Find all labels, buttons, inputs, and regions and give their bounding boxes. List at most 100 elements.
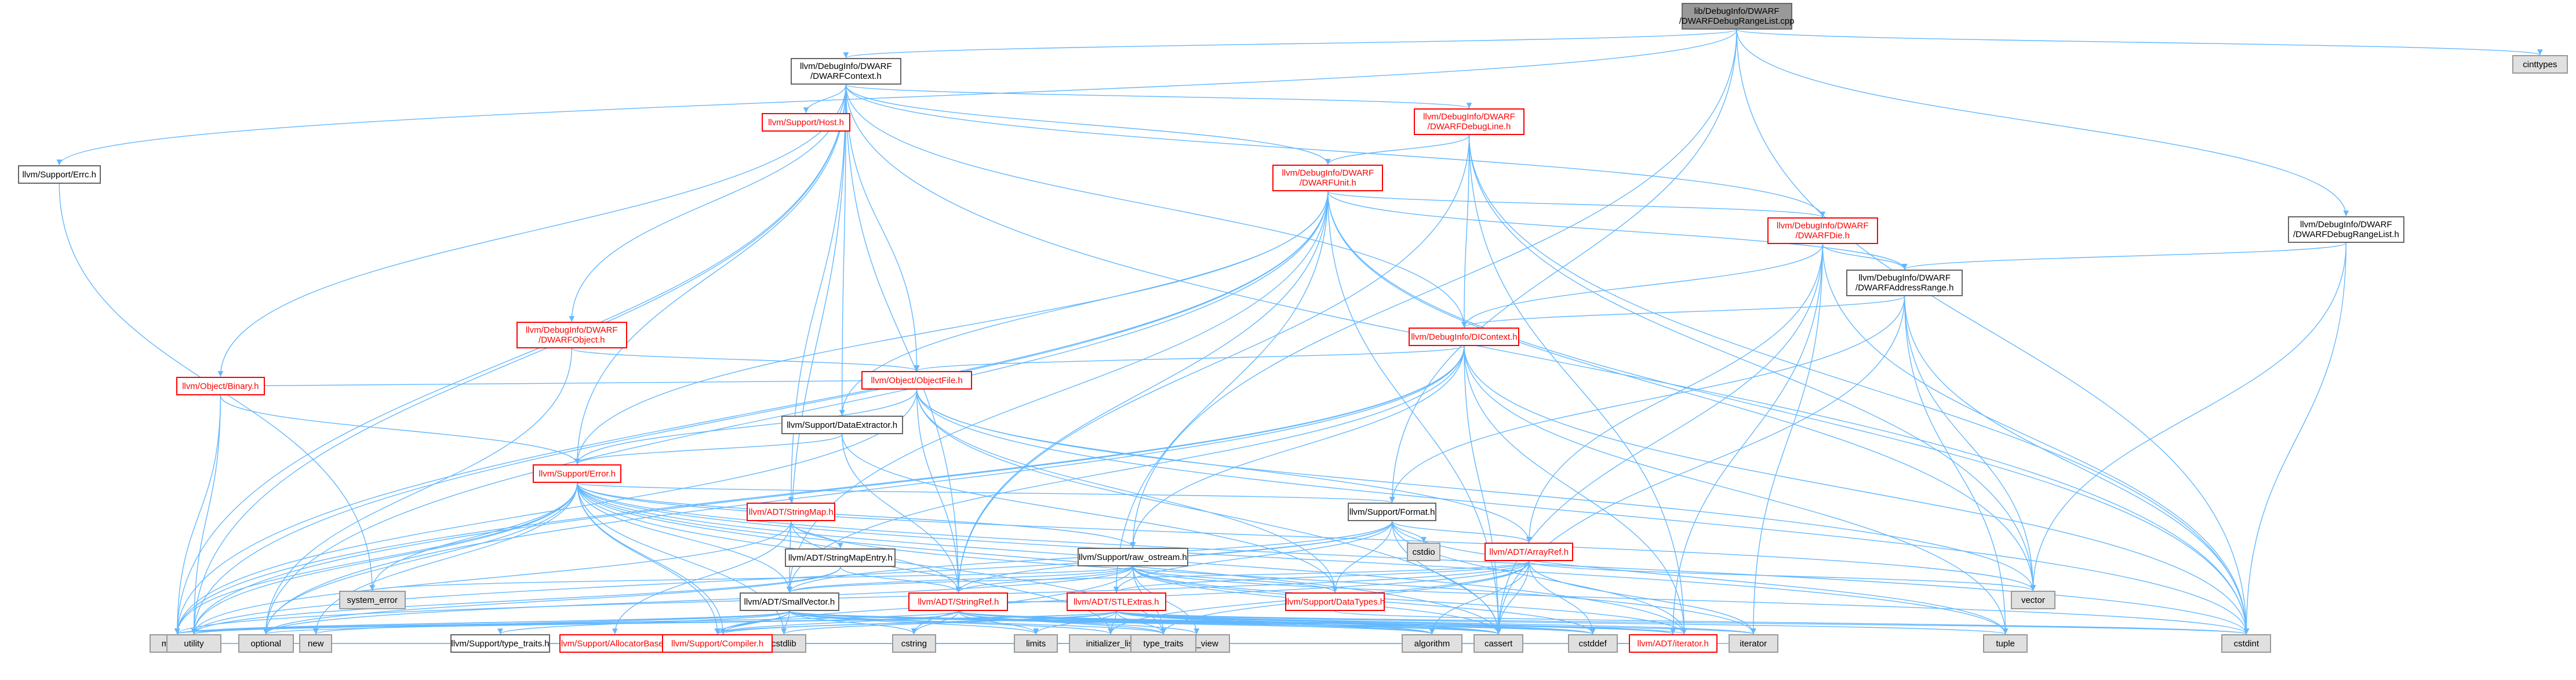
graph-node-error[interactable]: llvm/Support/Error.h	[533, 464, 622, 483]
edge-stringref-compiler	[714, 610, 959, 635]
edge-objfile-error	[574, 389, 918, 465]
edge-datatypes-cstdint	[1334, 610, 2249, 635]
edge-dicontext-objfile	[914, 346, 1465, 372]
edge-arrayref-vector	[1529, 561, 2036, 591]
edge-die-cstdint	[1822, 243, 2250, 635]
edge-dunit-utility	[191, 191, 1329, 635]
graph-node-objfile[interactable]: llvm/Object/ObjectFile.h	[861, 371, 973, 390]
edge-format-tuple	[1391, 521, 2009, 635]
edge-rawostream-syserr	[369, 566, 1134, 591]
edge-dicontext-string	[1464, 346, 1687, 635]
edge-arrayref-cstddef	[1529, 561, 1596, 635]
node-label: system_error	[347, 595, 398, 605]
graph-node-rangelist[interactable]: llvm/DebugInfo/DWARF /DWARFDebugRangeLis…	[2288, 216, 2404, 243]
graph-node-errc[interactable]: llvm/Support/Errc.h	[17, 165, 101, 184]
graph-node-stringref[interactable]: llvm/ADT/StringRef.h	[908, 592, 1009, 611]
node-label: llvm/ADT/SmallVector.h	[744, 597, 835, 607]
edge-error-compiler	[577, 482, 721, 635]
edge-rangelist-cstdint	[2243, 242, 2347, 635]
graph-node-typetraits: type_traits	[1130, 634, 1197, 653]
node-label: llvm/DebugInfo/DWARF /DWARFDie.h	[1776, 221, 1869, 241]
edge-addrange-tuple	[1904, 296, 2009, 635]
graph-node-cstdint: cstdint	[2221, 634, 2272, 653]
edge-root-cstdint	[1736, 29, 2250, 635]
edge-binary-error	[220, 395, 580, 465]
edge-arrayref-algorithm	[1429, 561, 1530, 635]
graph-node-arrayref[interactable]: llvm/ADT/ArrayRef.h	[1485, 543, 1574, 561]
edge-dline-dicontext	[1461, 134, 1470, 328]
node-label: llvm/ADT/StringRef.h	[918, 597, 999, 607]
graph-node-rawostream[interactable]: llvm/Support/raw_ostream.h	[1077, 548, 1188, 566]
edge-binary-utility	[191, 395, 221, 635]
node-label: llvm/DebugInfo/DIContext.h	[1411, 332, 1518, 342]
edge-ctx-dicontext	[845, 84, 1467, 328]
edge-format-arrayref	[1391, 521, 1532, 543]
edge-objfile-memory	[174, 389, 918, 635]
edge-dunit-stringref	[955, 191, 1329, 593]
edge-die-arrayref	[1526, 243, 1823, 543]
graph-node-datatypes[interactable]: llvm/Support/DataTypes.h	[1285, 592, 1385, 611]
edge-objfile-stringref	[916, 389, 962, 593]
edge-error-tuple	[577, 482, 2009, 635]
edge-dline-dunit	[1325, 134, 1470, 165]
edge-rawostream-smallvec	[787, 566, 1134, 593]
node-label: llvm/Support/Errc.h	[22, 169, 97, 180]
graph-node-smallvec[interactable]: llvm/ADT/SmallVector.h	[739, 592, 839, 611]
graph-node-dicontext[interactable]: llvm/DebugInfo/DIContext.h	[1409, 328, 1520, 346]
node-label: utility	[184, 638, 204, 649]
graph-node-limits: limits	[1013, 634, 1058, 653]
node-label: llvm/ADT/StringMap.h	[748, 507, 834, 517]
edge-stlextras-cstdint	[1116, 610, 2249, 635]
edge-rawostream-optional	[263, 566, 1134, 635]
node-label: llvm/Support/raw_ostream.h	[1079, 552, 1187, 562]
graph-node-allocbase[interactable]: llvm/Support/AllocatorBase.h	[559, 634, 671, 653]
edge-arrayref-smallvec	[787, 561, 1530, 593]
graph-node-format[interactable]: llvm/Support/Format.h	[1348, 503, 1437, 521]
graph-node-smapentry[interactable]: llvm/ADT/StringMapEntry.h	[785, 548, 896, 567]
graph-node-compiler[interactable]: llvm/Support/Compiler.h	[662, 634, 773, 653]
graph-node-cinttypes: cinttypes	[2512, 55, 2568, 74]
graph-node-dline[interactable]: llvm/DebugInfo/DWARF /DWARFDebugLine.h	[1413, 108, 1525, 135]
edge-dline-vector	[1468, 134, 2036, 591]
graph-node-dataext[interactable]: llvm/Support/DataExtractor.h	[781, 416, 903, 434]
edge-addrange-cstdint	[1904, 296, 2250, 635]
edge-dunit-memory	[174, 191, 1329, 635]
graph-node-dunit[interactable]: llvm/DebugInfo/DWARF /DWARFUnit.h	[1272, 165, 1384, 191]
edge-rangelist-addrange	[1902, 242, 2347, 270]
node-label: limits	[1026, 638, 1046, 649]
edge-stringmap-utility	[191, 521, 792, 635]
edge-dunit-stlextras	[1113, 191, 1329, 593]
edge-arrayref-iterator	[1529, 561, 1756, 635]
edge-arrayref-stlextras	[1114, 561, 1530, 593]
edge-dicontext-optional	[263, 346, 1465, 635]
edge-stlextras-utility	[191, 610, 1117, 635]
node-label: cstdlib	[772, 638, 796, 649]
graph-node-addrange[interactable]: llvm/DebugInfo/DWARF /DWARFAddressRange.…	[1846, 270, 1963, 296]
graph-node-iteratorh[interactable]: llvm/ADT/iterator.h	[1628, 634, 1718, 653]
graph-node-ctx[interactable]: llvm/DebugInfo/DWARF /DWARFContext.h	[790, 58, 901, 85]
edge-root-ctx	[843, 29, 1737, 59]
edge-error-vector	[577, 482, 2036, 591]
edge-objfile-cstdint	[916, 389, 2250, 635]
graph-node-root[interactable]: lib/DebugInfo/DWARF /DWARFDebugRangeList…	[1679, 3, 1794, 30]
graph-node-typetraitsh[interactable]: llvm/Support/type_traits.h	[450, 634, 550, 653]
edge-error-cassert	[577, 482, 1501, 635]
edge-dline-stringref	[955, 134, 1470, 593]
edge-rangelist-vector	[2030, 242, 2347, 591]
graph-node-cstddef: cstddef	[1567, 634, 1618, 653]
graph-node-stlextras[interactable]: llvm/ADT/STLExtras.h	[1066, 592, 1166, 611]
node-label: llvm/DebugInfo/DWARF /DWARFDebugRangeLis…	[2293, 220, 2399, 239]
graph-node-hash[interactable]: llvm/Support/Host.h	[762, 113, 850, 132]
edge-dataext-datatypes	[841, 434, 1338, 593]
edge-root-cinttypes	[1736, 29, 2543, 56]
edge-dunit-smallvec	[786, 191, 1329, 593]
edge-stlextras-iterator	[1116, 610, 1756, 635]
graph-node-die[interactable]: llvm/DebugInfo/DWARF /DWARFDie.h	[1767, 217, 1878, 244]
edge-dobject-objfile	[571, 348, 920, 372]
graph-node-stringmap[interactable]: llvm/ADT/StringMap.h	[747, 503, 836, 521]
edge-dunit-cstdint	[1327, 191, 2250, 635]
graph-node-binary[interactable]: llvm/Object/Binary.h	[176, 377, 265, 395]
graph-node-dobject[interactable]: llvm/DebugInfo/DWARF /DWARFObject.h	[516, 322, 627, 348]
edge-stringmap-initlist	[791, 521, 1114, 635]
edge-root-format	[1389, 29, 1737, 503]
